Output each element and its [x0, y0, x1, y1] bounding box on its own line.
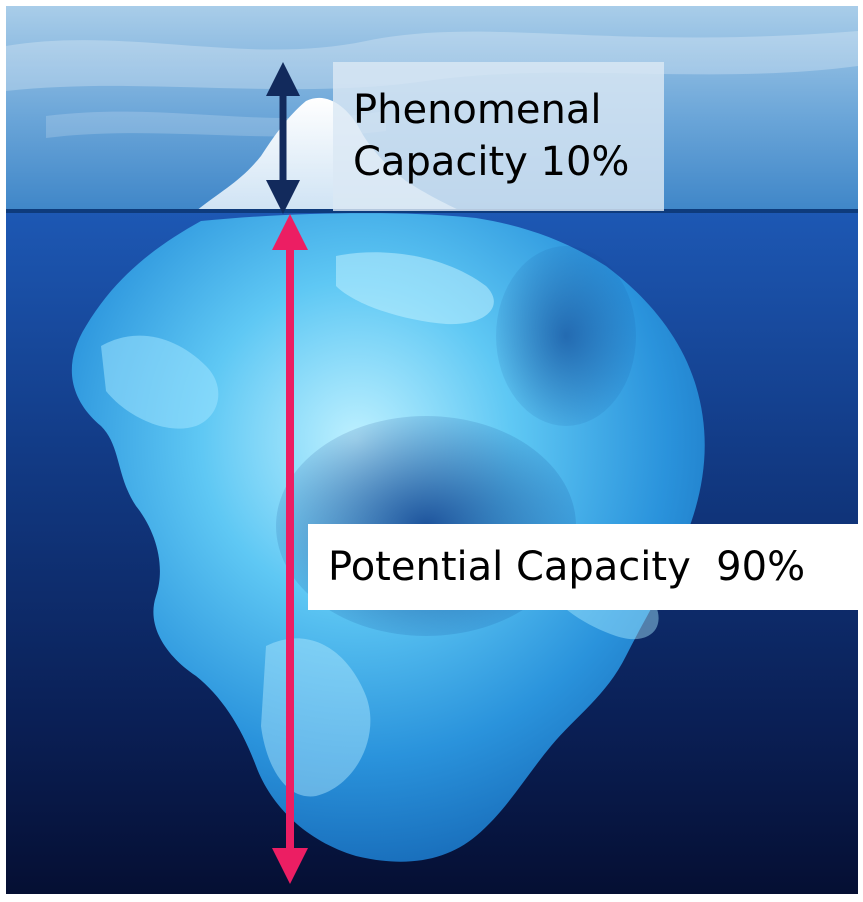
- iceberg-highlight: [101, 335, 219, 429]
- phenomenal-capacity-label: Phenomenal Capacity 10%: [333, 62, 664, 211]
- cloud: [6, 31, 858, 91]
- phenomenal-line-2: Capacity 10%: [353, 139, 630, 185]
- waterline: [6, 209, 858, 213]
- iceberg-highlight: [336, 252, 494, 325]
- iceberg-shadow: [496, 246, 636, 426]
- potential-capacity-label: Potential Capacity 90%: [308, 524, 858, 610]
- iceberg-illustration: Phenomenal Capacity 10% Potential Capaci…: [6, 6, 858, 894]
- phenomenal-line-1: Phenomenal: [353, 87, 602, 133]
- double-arrow-vertical-icon: [272, 214, 308, 884]
- double-arrow-vertical-icon: [266, 62, 300, 214]
